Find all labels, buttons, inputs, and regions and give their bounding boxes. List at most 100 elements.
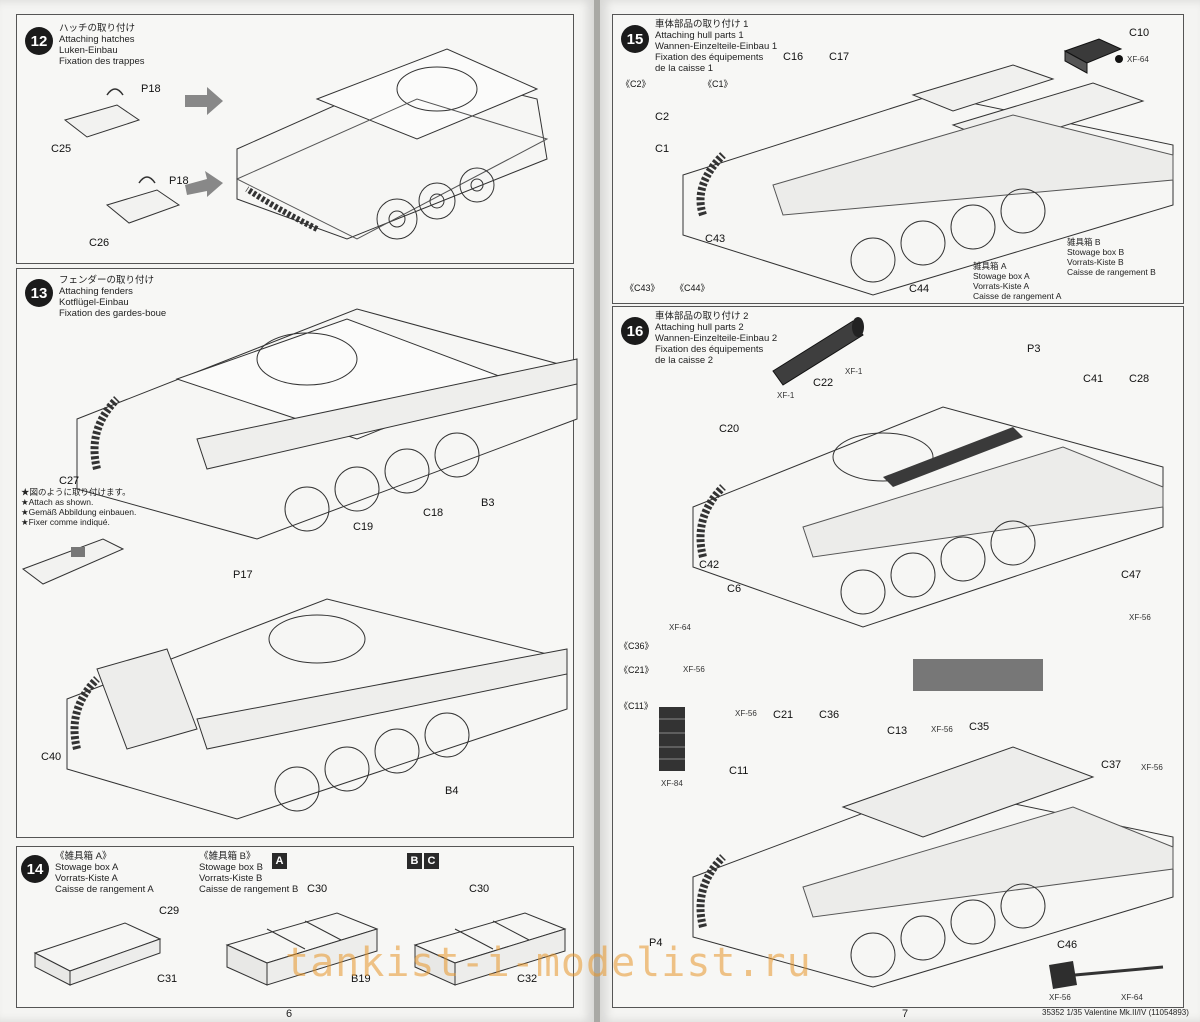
step-12-titles: ハッチの取り付け Attaching hatches Luken-Einbau … bbox=[59, 23, 145, 67]
label-c28: C28 bbox=[1129, 373, 1150, 385]
product-code: 35352 1/35 Valentine Mk.II/IV (11054893) bbox=[1042, 1008, 1189, 1017]
label-c32: C32 bbox=[517, 973, 538, 985]
paint-xf56-d: XF-56 bbox=[931, 725, 953, 734]
label-c1: C1 bbox=[655, 143, 670, 155]
hatch-parts-illustration bbox=[63, 88, 181, 224]
label-c11: C11 bbox=[729, 765, 749, 777]
box-b-fr: Caisse de rangement B bbox=[199, 884, 299, 895]
label-c43-sub: 《C43》 bbox=[625, 283, 660, 293]
title-fr: Fixation des trappes bbox=[59, 56, 145, 67]
label-b19: B19 bbox=[351, 973, 371, 985]
c11-track-links-illustration bbox=[659, 707, 685, 771]
version-badge-bc: B C bbox=[407, 853, 439, 869]
page-number-left: 6 bbox=[286, 1008, 293, 1020]
label-c19: C19 bbox=[353, 521, 374, 533]
tank-upper-illustration bbox=[76, 308, 578, 540]
label-c26: C26 bbox=[89, 237, 110, 249]
title-jp: ハッチの取り付け bbox=[59, 23, 136, 34]
label-c11-sub: 《C11》 bbox=[619, 701, 653, 711]
box-b-jp: 《雑具箱 B》 bbox=[199, 851, 256, 862]
box-b-en: Stowage box B bbox=[199, 862, 263, 873]
label-c31: C31 bbox=[157, 973, 178, 985]
step-13-panel: 13 フェンダーの取り付け Attaching fenders Kotflüge… bbox=[16, 268, 578, 838]
c22-tube-illustration bbox=[772, 317, 864, 386]
stowage-box-b-label: 雑具箱 B Stowage box B Vorrats-Kiste B Cais… bbox=[1067, 237, 1156, 277]
step-16-titles: 車体部品の取り付け 2 Attaching hull parts 2 Wanne… bbox=[655, 311, 777, 366]
box-a-en: Stowage box A bbox=[55, 862, 119, 873]
step-12-panel: 12 ハッチの取り付け Attaching hatches Luken-Einb… bbox=[16, 14, 574, 264]
label-p18-top: P18 bbox=[141, 83, 161, 95]
title-en: Attaching hull parts 1 bbox=[655, 30, 744, 41]
label-c46: C46 bbox=[1057, 939, 1078, 951]
label-c44: C44 bbox=[909, 283, 930, 295]
label-c29: C29 bbox=[159, 905, 180, 917]
step-14-number: 14 bbox=[21, 855, 49, 883]
label-c2: C2 bbox=[655, 111, 670, 123]
title-jp: 車体部品の取り付け 1 bbox=[655, 19, 749, 30]
box-a-de: Vorrats-Kiste A bbox=[55, 873, 118, 884]
box-a-fr: Caisse de rangement A bbox=[55, 884, 154, 895]
title-fr: Fixation des gardes-boue bbox=[59, 308, 167, 319]
label-c43: C43 bbox=[705, 233, 726, 245]
label-b4: B4 bbox=[445, 785, 459, 797]
c10-box-illustration bbox=[1063, 38, 1123, 74]
label-c44-sub: 《C44》 bbox=[675, 283, 710, 293]
title-en: Attaching fenders bbox=[59, 286, 133, 297]
note-jp: ★図のように取り付けます。 bbox=[21, 487, 131, 497]
label-c6: C6 bbox=[727, 583, 742, 595]
label-c18: C18 bbox=[423, 507, 444, 519]
stowage-box-a-illustration bbox=[33, 922, 162, 986]
paint-xf1-a: XF-1 bbox=[845, 367, 863, 376]
paint-dot-icon bbox=[1115, 55, 1123, 63]
tank-lower-illustration bbox=[66, 598, 568, 820]
badge-letter: C bbox=[424, 853, 439, 869]
title-fr: Fixation des équipements bbox=[655, 52, 764, 63]
page-number-right: 7 bbox=[902, 1008, 909, 1020]
stowage-box-c-illustration bbox=[413, 912, 567, 986]
label-c16: C16 bbox=[783, 51, 804, 63]
label-p17: P17 bbox=[233, 569, 253, 581]
paint-xf56-b: XF-56 bbox=[683, 665, 705, 674]
title-fr-2: de la caisse 1 bbox=[655, 63, 714, 74]
label-c40: C40 bbox=[41, 751, 62, 763]
label-c10: C10 bbox=[1129, 27, 1150, 39]
label-c1-sub: 《C1》 bbox=[703, 79, 733, 89]
label-c21-sub: 《C21》 bbox=[619, 665, 654, 675]
title-de: Wannen-Einzelteile-Einbau 1 bbox=[655, 41, 778, 52]
arrow-icon bbox=[185, 87, 223, 197]
text: Vorrats-Kiste B bbox=[1067, 257, 1124, 267]
label-c36: C36 bbox=[819, 709, 840, 721]
paint-xf1-b: XF-1 bbox=[777, 391, 795, 400]
step-15-titles: 車体部品の取り付け 1 Attaching hull parts 1 Wanne… bbox=[655, 19, 777, 74]
label-c17: C17 bbox=[829, 51, 850, 63]
step-14-panel: 14 《雑具箱 A》 Stowage box A Vorrats-Kiste A… bbox=[16, 846, 574, 1008]
paint-xf56-e: XF-56 bbox=[1141, 763, 1163, 772]
label-c35: C35 bbox=[969, 721, 990, 733]
title-en: Attaching hatches bbox=[59, 34, 135, 45]
label-p18-bottom: P18 bbox=[169, 175, 189, 187]
title-en: Attaching hull parts 2 bbox=[655, 322, 744, 333]
label-c47: C47 bbox=[1121, 569, 1142, 581]
paint-xf64-a: XF-64 bbox=[669, 623, 691, 632]
text: Vorrats-Kiste A bbox=[973, 281, 1030, 291]
text: Stowage box A bbox=[973, 271, 1030, 281]
label-c22: C22 bbox=[813, 377, 834, 389]
text: 雑具箱 B bbox=[1067, 237, 1101, 247]
title-jp: 車体部品の取り付け 2 bbox=[655, 311, 749, 322]
tank-hull-parts-2-upper-illustration bbox=[692, 406, 1164, 628]
tank-hull-parts-2-lower-illustration bbox=[692, 659, 1174, 988]
title-de: Wannen-Einzelteile-Einbau 2 bbox=[655, 333, 778, 344]
note-de: ★Gemäß Abbildung einbauen. bbox=[21, 507, 137, 517]
step-13-number: 13 bbox=[25, 279, 53, 307]
note-en: ★Attach as shown. bbox=[21, 497, 94, 507]
text: Caisse de rangement B bbox=[1067, 267, 1156, 277]
label-c13: C13 bbox=[887, 725, 908, 737]
label-b3: B3 bbox=[481, 497, 495, 509]
label-c20: C20 bbox=[719, 423, 740, 435]
title-de: Luken-Einbau bbox=[59, 45, 118, 56]
label-p3: P3 bbox=[1027, 343, 1041, 355]
label-c2-sub: 《C2》 bbox=[621, 79, 651, 89]
box-b-de: Vorrats-Kiste B bbox=[199, 873, 263, 884]
step-15-number: 15 bbox=[621, 25, 649, 53]
box-a-titles: 《雑具箱 A》 Stowage box A Vorrats-Kiste A Ca… bbox=[55, 851, 154, 895]
